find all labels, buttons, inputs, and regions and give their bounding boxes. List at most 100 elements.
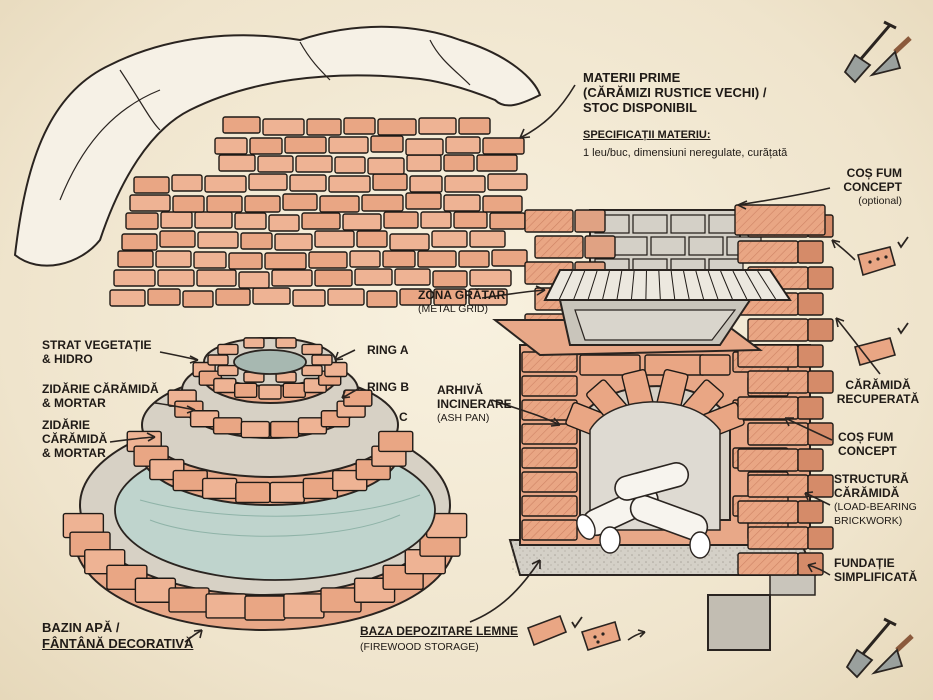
brick — [328, 136, 369, 154]
brick — [193, 251, 227, 269]
brick — [405, 192, 442, 210]
raw-title-line-2: (CĂRĂMIZI RUSTICE VECHI) / — [583, 85, 767, 100]
brick — [205, 593, 247, 619]
brick — [228, 252, 263, 270]
brick — [168, 587, 210, 613]
recovered-line-2: RECUPERATĂ — [836, 392, 920, 406]
brick — [482, 137, 525, 155]
brick — [274, 233, 313, 251]
brick — [797, 448, 824, 472]
grill-zone-sub: (METAL GRID) — [418, 303, 488, 315]
structure-line-4: BRICKWORK) — [834, 515, 903, 527]
brick — [343, 117, 376, 135]
ash-line-2: INCINERARE — [437, 397, 512, 411]
brick — [574, 209, 606, 233]
brick — [420, 211, 452, 229]
tarp-cover — [13, 25, 542, 267]
brick — [215, 288, 251, 306]
brick — [257, 155, 294, 173]
brick — [147, 288, 181, 306]
brick — [222, 116, 261, 134]
brick — [399, 288, 432, 306]
brick — [383, 211, 419, 229]
brick — [394, 268, 431, 286]
brick — [264, 252, 307, 270]
brick — [482, 195, 523, 213]
brick — [214, 137, 248, 155]
brick — [584, 235, 616, 259]
brick — [453, 211, 488, 229]
brick — [248, 173, 288, 191]
brick — [159, 230, 196, 248]
pool-line-2: FÂNTÂNĂ DECORATIVĂ — [42, 636, 194, 651]
brick — [328, 175, 371, 193]
trowel-icon — [871, 634, 914, 675]
brick — [311, 354, 333, 366]
brick — [389, 233, 430, 251]
brick — [797, 292, 824, 316]
recovered-brick-label: CĂRĂMIDĂ RECUPERATĂ — [833, 378, 923, 406]
brick — [206, 195, 243, 213]
ash-line-1: ARHIVĂ — [437, 383, 484, 397]
spec-title: SPECIFICAȚII MATERIU: — [583, 129, 711, 141]
brick — [405, 138, 444, 156]
chimney-mid-line-1: COȘ FUM — [838, 430, 894, 444]
brick — [125, 212, 159, 230]
brick — [275, 337, 297, 349]
raw-materials-label: MATERII PRIME (CĂRĂMIZI RUSTICE VECHI) /… — [583, 70, 766, 115]
pool-label: BAZIN APĂ / FÂNTÂNĂ DECORATIVĂ — [42, 620, 193, 652]
brick — [295, 155, 333, 173]
brick — [269, 420, 300, 439]
foundation-line-2: SIMPLIFICATĂ — [834, 570, 918, 584]
structure-line-3: (LOAD-BEARING — [834, 501, 917, 513]
brick — [234, 382, 258, 399]
ash-pan — [492, 299, 763, 357]
brick-icon — [526, 614, 568, 647]
brick — [308, 251, 348, 269]
brick — [172, 195, 205, 213]
brick — [121, 233, 158, 251]
brick — [807, 474, 834, 498]
brick — [444, 175, 486, 193]
brick — [367, 157, 405, 175]
brick — [268, 214, 300, 232]
brick — [443, 154, 475, 172]
brick — [476, 154, 518, 172]
check-icon — [571, 616, 583, 629]
brick — [579, 354, 641, 376]
masonry-b-line-1: ZIDĂRIE — [42, 418, 90, 432]
foundation-label: FUNDAȚIE SIMPLIFICATĂ — [834, 556, 917, 584]
brick — [204, 175, 247, 193]
brick — [372, 173, 408, 191]
brick — [252, 287, 291, 305]
brick — [284, 136, 327, 154]
raw-title-line-3: STOC DISPONIBIL — [583, 100, 697, 115]
brick — [244, 595, 286, 621]
masonry-a-label: ZIDĂRIE CĂRĂMIDĂ & MORTAR — [42, 382, 159, 410]
brick — [324, 361, 348, 378]
chimney-mid-line-2: CONCEPT — [838, 444, 897, 458]
brick — [262, 118, 305, 136]
brick — [292, 289, 326, 307]
brick — [160, 211, 193, 229]
brick-icon — [854, 337, 896, 366]
brick — [301, 364, 323, 377]
brick — [699, 354, 731, 376]
ring-b-label: RING B — [367, 380, 409, 394]
brick — [469, 269, 512, 287]
brick — [356, 230, 388, 248]
brick — [458, 250, 490, 268]
brick — [797, 240, 824, 264]
brick — [244, 195, 281, 213]
check-icon — [897, 236, 909, 249]
brick — [155, 250, 192, 268]
leader-arrows — [109, 84, 881, 643]
brick — [314, 269, 353, 287]
chimney-top-line-1: COȘ FUM — [846, 166, 902, 180]
brick — [797, 396, 824, 420]
brick — [217, 343, 239, 356]
brick — [201, 477, 238, 500]
brick — [445, 136, 481, 154]
brick — [807, 370, 834, 394]
brick — [469, 230, 506, 248]
